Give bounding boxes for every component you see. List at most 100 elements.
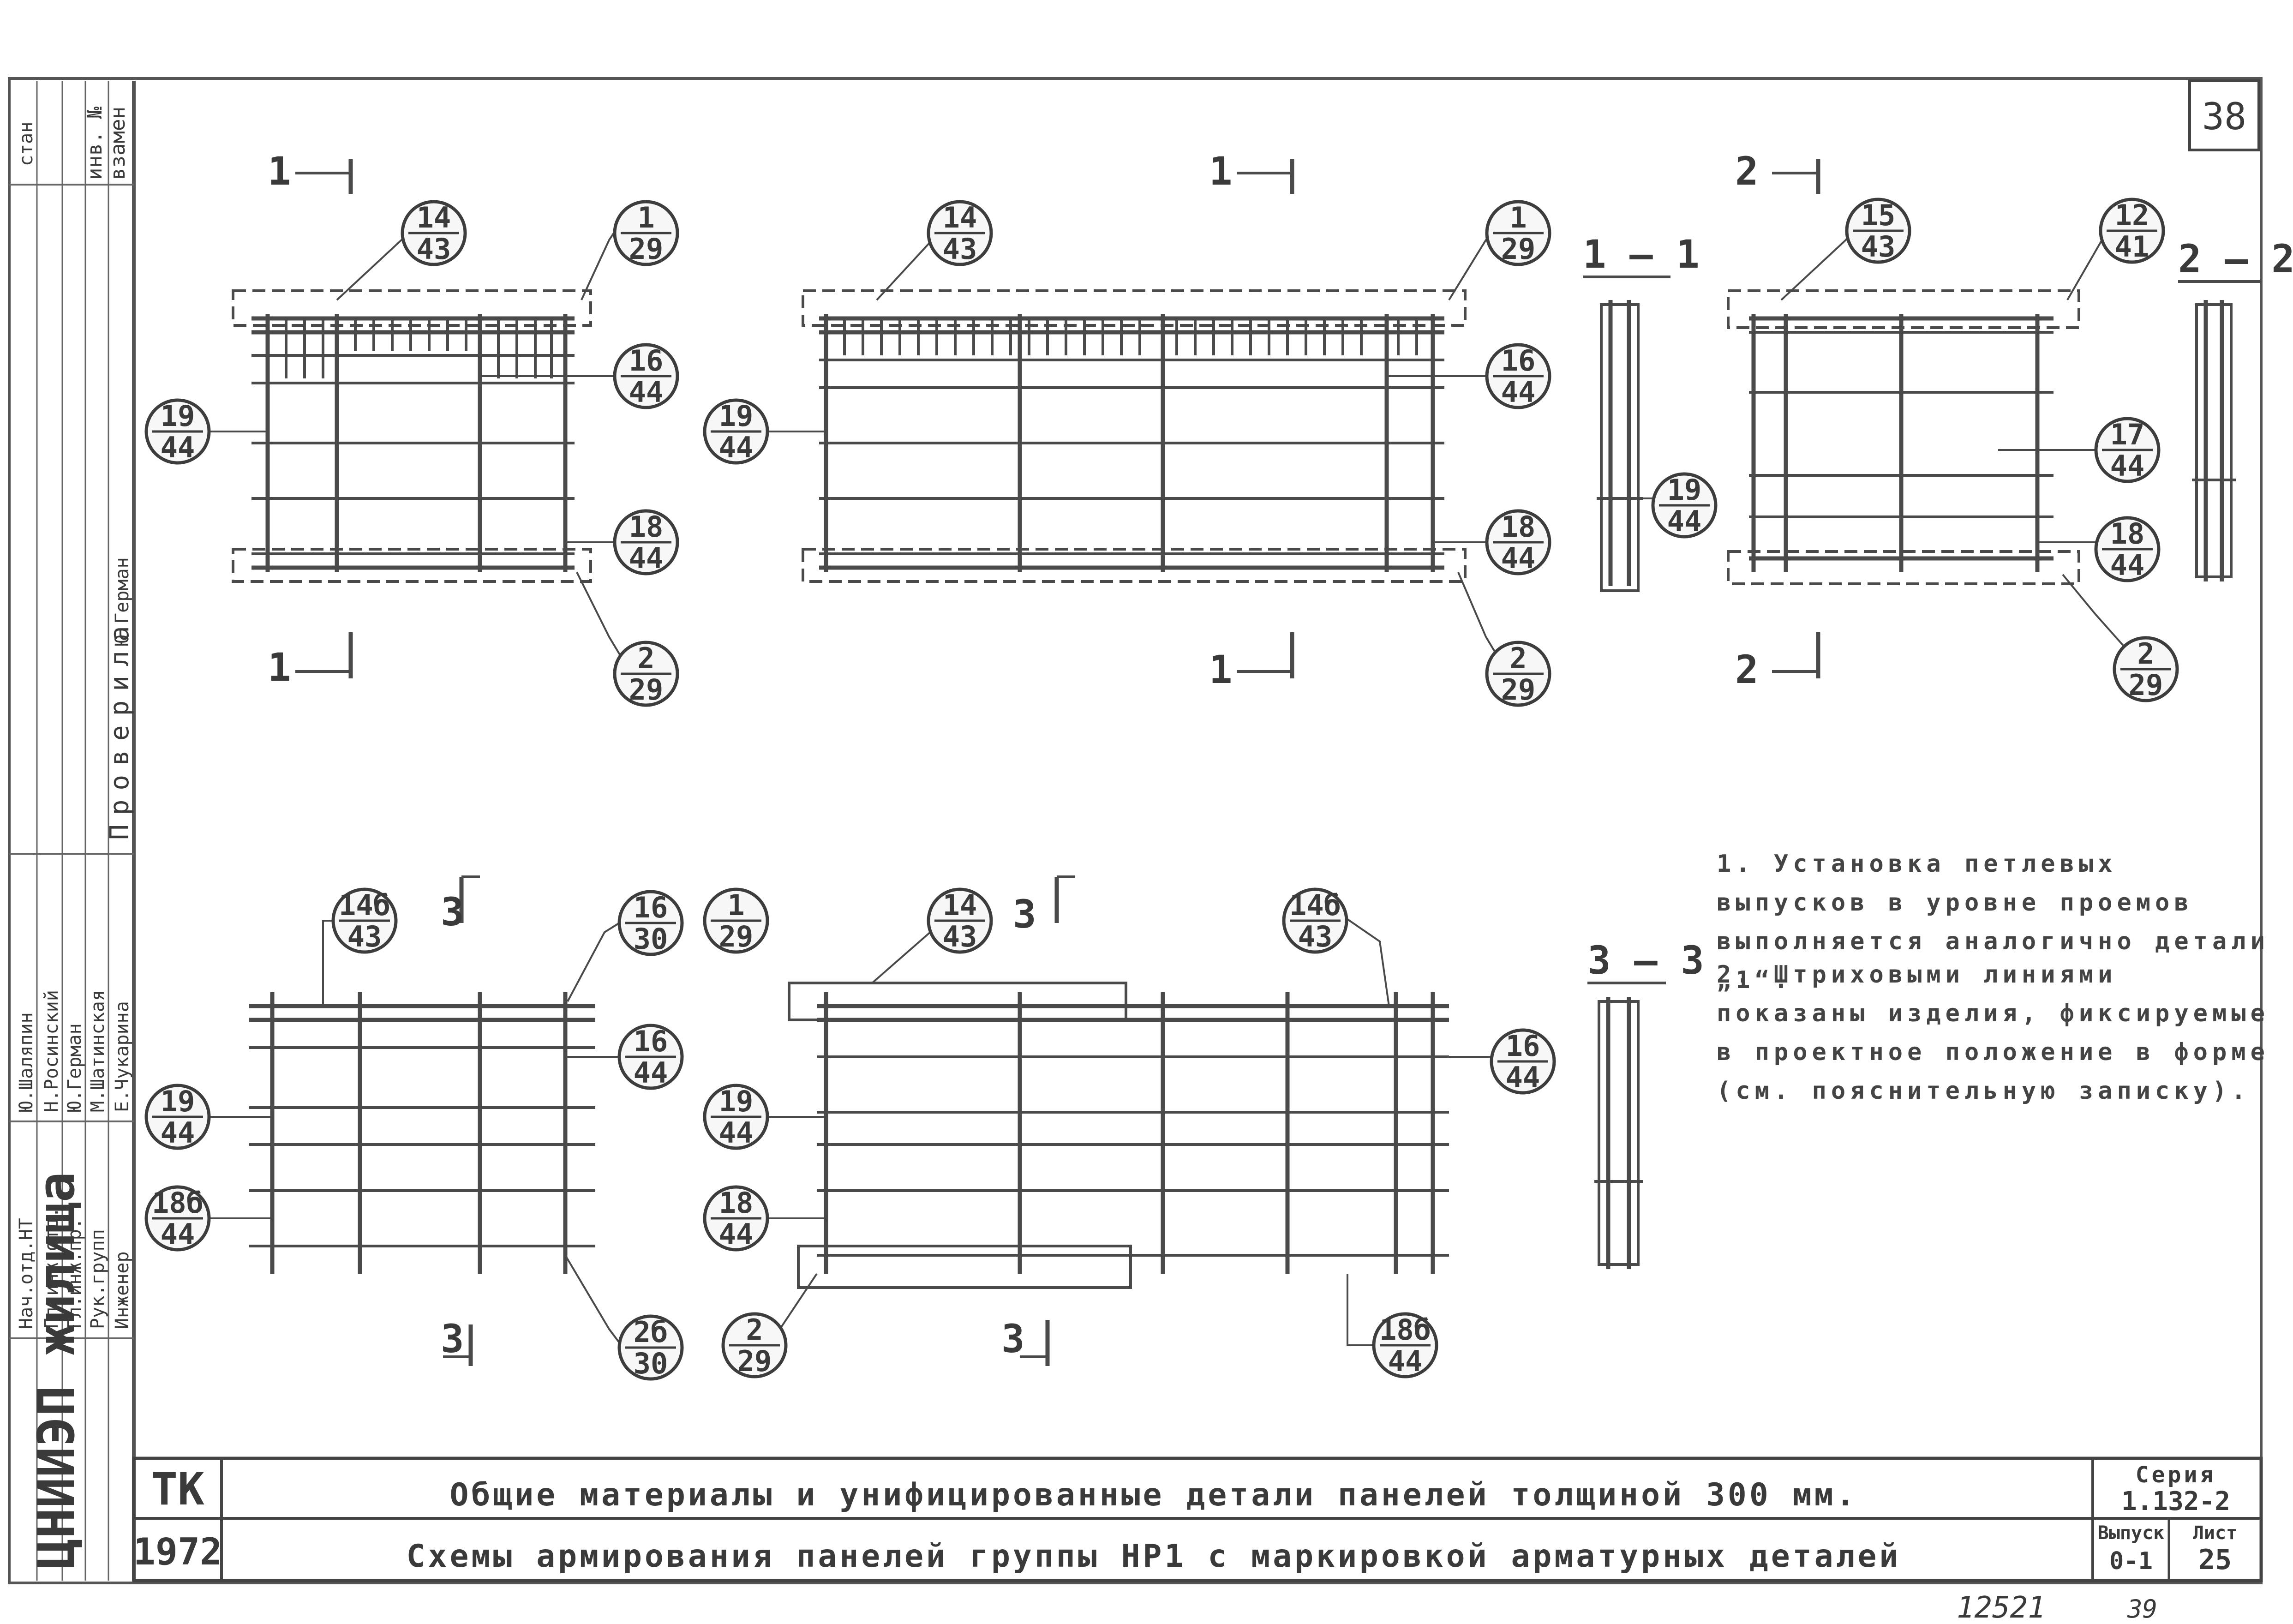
section-title-2-2: 2 — 2 xyxy=(2178,236,2293,282)
tb-org-code: ТК xyxy=(151,1463,204,1515)
bubble-top-number: 18 xyxy=(719,1186,754,1220)
bubble-top-number: 14 xyxy=(943,201,977,234)
title-block: ТК 1972 Общие материалы и унифицированны… xyxy=(132,1456,2263,1582)
bubble-bottom-number: 44 xyxy=(161,1217,195,1251)
bubble-bottom-number: 44 xyxy=(1501,375,1536,409)
tb-issue-label: Выпуск xyxy=(2098,1522,2165,1544)
bubble-top-number: 14 xyxy=(943,888,977,922)
bubble-bottom-number: 29 xyxy=(1501,673,1536,707)
bubble-top-number: 18 xyxy=(629,510,664,544)
tb-issue-value: 0-1 xyxy=(2109,1547,2153,1575)
panel-5-diagram xyxy=(788,982,1449,1289)
cut-3-bottom-left: 3 xyxy=(441,1316,464,1361)
bubble-bottom-number: 44 xyxy=(1388,1344,1423,1378)
bubble-top-number: 17 xyxy=(2110,418,2145,451)
bubble-top-number: 12 xyxy=(2115,198,2149,232)
strip-name-2: Н.Росинский xyxy=(41,990,62,1112)
bubble-bottom-number: 44 xyxy=(2110,449,2145,483)
tb-sheet-label: Лист xyxy=(2193,1522,2237,1544)
reference-bubbles: 1443129164419441844229144312916441944184… xyxy=(144,198,2179,1381)
panel-4-diagram xyxy=(249,992,595,1274)
bubble-bottom-number: 29 xyxy=(1501,232,1536,266)
bubble-top-number: 16 xyxy=(629,344,664,378)
strip-label-vzamen: взамен xyxy=(106,107,130,180)
panel-3-diagram xyxy=(1727,289,2080,585)
strip-role-1: Нач.отд.НТ xyxy=(16,1218,37,1329)
strip-role-3: Гл.инж.пр. xyxy=(64,1218,85,1329)
bubble-top-number: 19 xyxy=(719,1085,754,1118)
sheet-number-box xyxy=(2188,79,2260,151)
bubble-top-number: 19 xyxy=(161,1085,195,1118)
strip-top-labels: взамен инв. № стан xyxy=(16,107,130,180)
bubble-bottom-number: 43 xyxy=(417,232,451,266)
strip-name-3: Ю.Герман xyxy=(64,1023,85,1112)
bubble-top-number: 1 xyxy=(1509,201,1527,234)
strip-name-4: М.Шатинская xyxy=(87,990,108,1112)
bubble-top-number: 1 xyxy=(637,201,654,234)
bubble-top-number: 18 xyxy=(1501,510,1536,544)
bubble-bottom-number: 41 xyxy=(2115,230,2149,264)
bubble-top-number: 14б xyxy=(1289,888,1341,922)
bubble-top-number: 16 xyxy=(634,1025,668,1058)
reference-bubble-m8: 129 xyxy=(1485,200,1551,266)
bubble-bottom-number: 30 xyxy=(634,922,668,956)
bubble-top-number: 19 xyxy=(161,399,195,433)
bubble-top-number: 2 xyxy=(746,1313,763,1347)
cut-1-bottom-left: 1 xyxy=(268,645,291,690)
bubble-bottom-number: 44 xyxy=(1506,1061,1540,1094)
footer-stamp-number: 12521 xyxy=(1957,1591,2046,1624)
section-title-3-3: 3 — 3 xyxy=(1587,938,1704,983)
strip-label-stan: стан xyxy=(16,122,37,166)
panel-2-diagram xyxy=(802,289,1467,583)
cut-3-bottom-right: 3 xyxy=(1001,1316,1025,1361)
tb-series-label: Серия xyxy=(2136,1462,2216,1488)
strip-label-inv: инв. № xyxy=(83,107,107,180)
bubble-bottom-number: 44 xyxy=(719,1116,754,1150)
cut-1-top-left: 1 xyxy=(268,149,291,194)
sheet-number: 38 xyxy=(2202,95,2246,138)
cut-2-top: 2 xyxy=(1735,149,1759,194)
bubble-top-number: 19 xyxy=(1667,473,1702,507)
section-cut-markers: 1 1 1 1 2 2 3 3 3 3 1 — 1 2 — 2 3 — 3 xyxy=(268,149,2293,1366)
bubble-bottom-number: 29 xyxy=(719,920,754,953)
bubble-bottom-number: 29 xyxy=(2129,668,2163,702)
bubble-bottom-number: 29 xyxy=(737,1344,772,1378)
reference-bubble-m12: 229 xyxy=(1485,641,1551,707)
tb-series-value: 1.132-2 xyxy=(2121,1486,2230,1516)
strip-role-5: Инженер xyxy=(112,1251,133,1329)
bubble-bottom-number: 44 xyxy=(161,1116,195,1150)
strip-role-4: Рук.групп xyxy=(87,1229,108,1329)
cut-1-bottom-right: 1 xyxy=(1209,647,1233,692)
bubble-bottom-number: 44 xyxy=(629,541,664,575)
tb-year: 1972 xyxy=(133,1530,222,1573)
bubble-bottom-number: 44 xyxy=(634,1056,668,1090)
bubble-bottom-number: 43 xyxy=(943,920,977,953)
section-1-1-diagram xyxy=(1597,300,1643,592)
strip-role-2: Гл.инж.отд. xyxy=(41,1207,62,1329)
sheet-frame xyxy=(8,77,2263,1584)
tb-sheet-value: 25 xyxy=(2198,1544,2232,1576)
bubble-top-number: 18 xyxy=(2110,517,2145,551)
bubble-bottom-number: 44 xyxy=(1667,504,1702,538)
bubble-top-number: 2б xyxy=(634,1315,668,1349)
strip-name-5: Е.Чукарина xyxy=(112,1001,133,1112)
cut-3-top-right: 3 xyxy=(1013,892,1036,937)
